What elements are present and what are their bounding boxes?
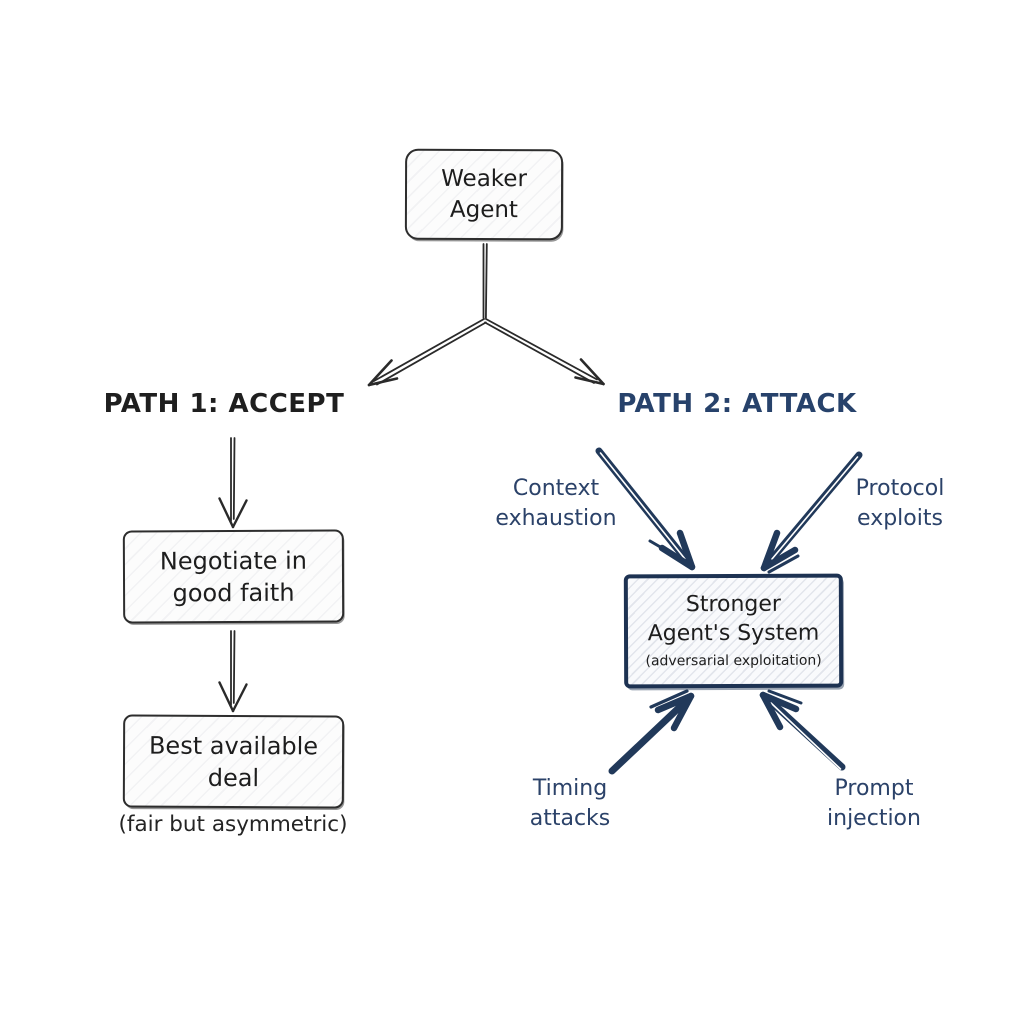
- context-label-line1: Context: [512, 476, 600, 501]
- context-exhaustion-arrow-icon: [595, 447, 696, 571]
- protocol-exploits-arrow-icon: [760, 451, 863, 574]
- stronger-subtitle: (adversarial exploitation): [645, 652, 822, 670]
- stronger-label-line1: Stronger: [685, 591, 781, 618]
- path2-title: PATH 2: ATTACK: [617, 389, 857, 419]
- prompt-injection-label: Prompt injection: [774, 774, 974, 834]
- weaker-agent-box: Weaker Agent: [404, 148, 564, 241]
- path1-step1-arrow-icon: [218, 437, 248, 529]
- timing-attacks-label: Timing attacks: [470, 774, 670, 834]
- best-deal-box: Best available deal: [122, 714, 345, 809]
- prompt-injection-arrow-icon: [759, 689, 846, 771]
- deal-caption: (fair but asymmetric): [118, 812, 348, 837]
- protocol-exploits-label: Protocol exploits: [800, 474, 1000, 534]
- best-deal-label-line2: deal: [207, 763, 260, 792]
- negotiate-label-line2: good faith: [172, 578, 295, 607]
- path1-step2-arrow-icon: [218, 630, 248, 713]
- weaker-agent-label-line2: Agent: [449, 196, 519, 223]
- stronger-label-line2: Agent's System: [647, 620, 820, 647]
- negotiate-box: Negotiate in good faith: [122, 529, 345, 624]
- context-exhaustion-label: Context exhaustion: [456, 474, 656, 534]
- stronger-agent-system-box: Stronger Agent's System (adversarial exp…: [623, 573, 844, 689]
- prompt-label-line2: injection: [827, 806, 921, 831]
- timing-label-line1: Timing: [532, 776, 608, 801]
- split-arrow-icon: [367, 243, 605, 387]
- protocol-label-line1: Protocol: [855, 476, 945, 501]
- negotiate-label-line1: Negotiate in: [159, 546, 308, 575]
- timing-label-line2: attacks: [529, 806, 611, 831]
- best-deal-label-line1: Best available: [148, 731, 319, 760]
- context-label-line2: exhaustion: [495, 506, 617, 531]
- timing-attacks-arrow-icon: [608, 689, 695, 775]
- path1-title: PATH 1: ACCEPT: [103, 389, 345, 419]
- prompt-label-line1: Prompt: [834, 776, 914, 801]
- weaker-agent-label-line1: Weaker: [441, 165, 527, 192]
- protocol-label-line2: exploits: [857, 506, 943, 531]
